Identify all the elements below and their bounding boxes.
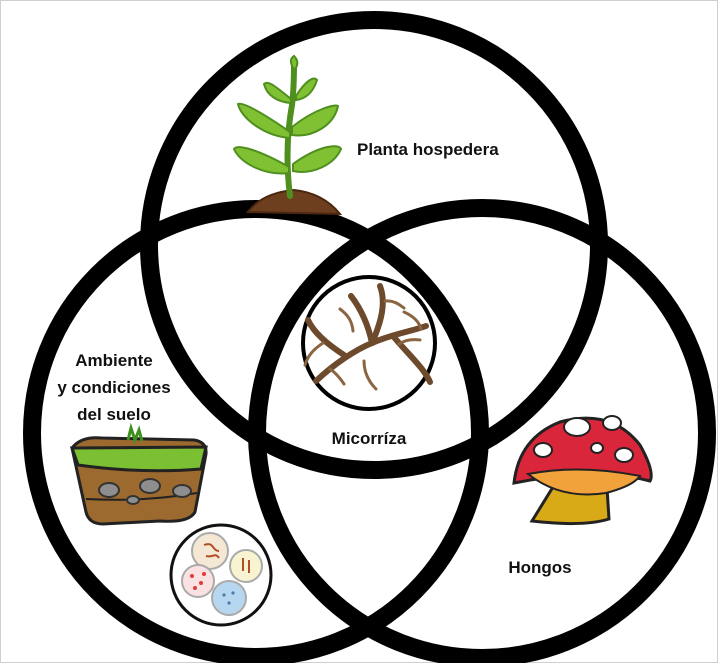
soil-block-icon (72, 428, 206, 524)
plant-sprout-icon (234, 56, 341, 214)
label-hongos: Hongos (508, 558, 571, 577)
microbes-petri-icon (171, 525, 271, 625)
mushroom-icon (514, 416, 651, 524)
label-planta-hospedera: Planta hospedera (357, 140, 499, 159)
label-ambiente-line3: del suelo (77, 405, 151, 424)
label-ambiente-line2: y condiciones (57, 378, 170, 397)
roots-icon (303, 277, 435, 409)
label-micorriza: Micorríza (332, 429, 407, 448)
label-ambiente-line1: Ambiente (75, 351, 152, 370)
